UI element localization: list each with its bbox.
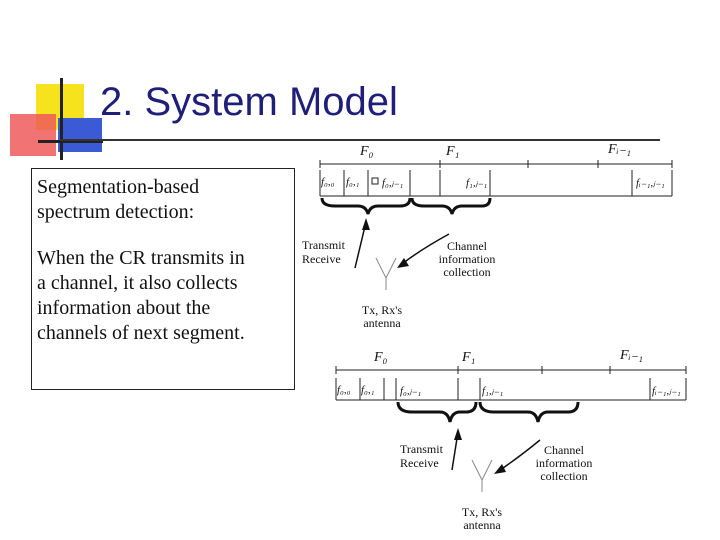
body-line-3: information about the xyxy=(37,297,211,319)
bottom-channel-info-label: Channel information collection xyxy=(535,443,593,483)
logo-vertical-line xyxy=(60,78,63,160)
logo-blue-square xyxy=(58,118,102,152)
body-line-1: When the CR transmits in xyxy=(37,247,245,269)
description-heading: Segmentation-based spectrum detection: xyxy=(37,175,199,225)
top-channel-label-0: f₀,₀ xyxy=(321,176,335,188)
bottom-antenna-label: Tx, Rx's antenna xyxy=(461,505,503,532)
bottom-segment-label-2: Fᵢ₋₁ xyxy=(620,348,644,363)
logo-red-square xyxy=(10,114,56,156)
bottom-antenna-icon xyxy=(471,459,493,492)
bottom-right-brace xyxy=(478,401,580,423)
bottom-channel-label-2: f₀,ⱼ₋₁ xyxy=(400,385,422,397)
top-channel-label-4: fᵢ₋₁,ⱼ₋₁ xyxy=(636,177,665,189)
bottom-channel-label-4: fᵢ₋₁,ⱼ₋₁ xyxy=(652,385,681,397)
decorative-logo xyxy=(8,78,103,160)
top-segment-label-0: F₀ xyxy=(360,144,374,159)
top-channel-label-3: f₁,ⱼ₋₁ xyxy=(466,177,488,189)
top-left-brace xyxy=(320,197,412,215)
bottom-segment-label-1: F₁ xyxy=(462,350,476,365)
title-underline xyxy=(60,139,660,141)
top-channel-label-2: f₀,ⱼ₋₁ xyxy=(382,177,404,189)
logo-horizontal-line xyxy=(38,140,103,143)
top-separator-mark xyxy=(371,177,379,185)
heading-line-2: spectrum detection: xyxy=(37,201,195,223)
bottom-segment-label-0: F₀ xyxy=(374,350,388,365)
top-channel-info-label: Channel information collection xyxy=(438,239,496,279)
top-segment-label-2: Fᵢ₋₁ xyxy=(608,142,632,157)
bottom-channel-label-0: f₀,₀ xyxy=(337,384,351,396)
body-line-4: channels of next segment. xyxy=(37,322,245,344)
bottom-left-brace xyxy=(396,401,478,423)
top-antenna-icon xyxy=(375,257,397,290)
body-line-2: a channel, it also collects xyxy=(37,272,238,294)
description-body: When the CR transmits in a channel, it a… xyxy=(37,246,245,346)
top-segment-label-1: F₁ xyxy=(446,144,460,159)
top-channel-label-1: f₀,₁ xyxy=(346,176,360,188)
top-transmit-receive-label: Transmit Receive xyxy=(302,238,345,266)
description-box: Segmentation-based spectrum detection: W… xyxy=(31,168,295,390)
bottom-transmit-receive-label: Transmit Receive xyxy=(400,442,443,470)
top-right-brace xyxy=(410,197,492,215)
bottom-channel-label-1: f₀,₁ xyxy=(361,384,375,396)
bottom-channel-label-3: f₁,ⱼ₋₁ xyxy=(482,385,504,397)
page-title: 2. System Model xyxy=(100,80,398,124)
heading-line-1: Segmentation-based xyxy=(37,176,200,198)
top-antenna-label: Tx, Rx's antenna xyxy=(361,303,403,330)
